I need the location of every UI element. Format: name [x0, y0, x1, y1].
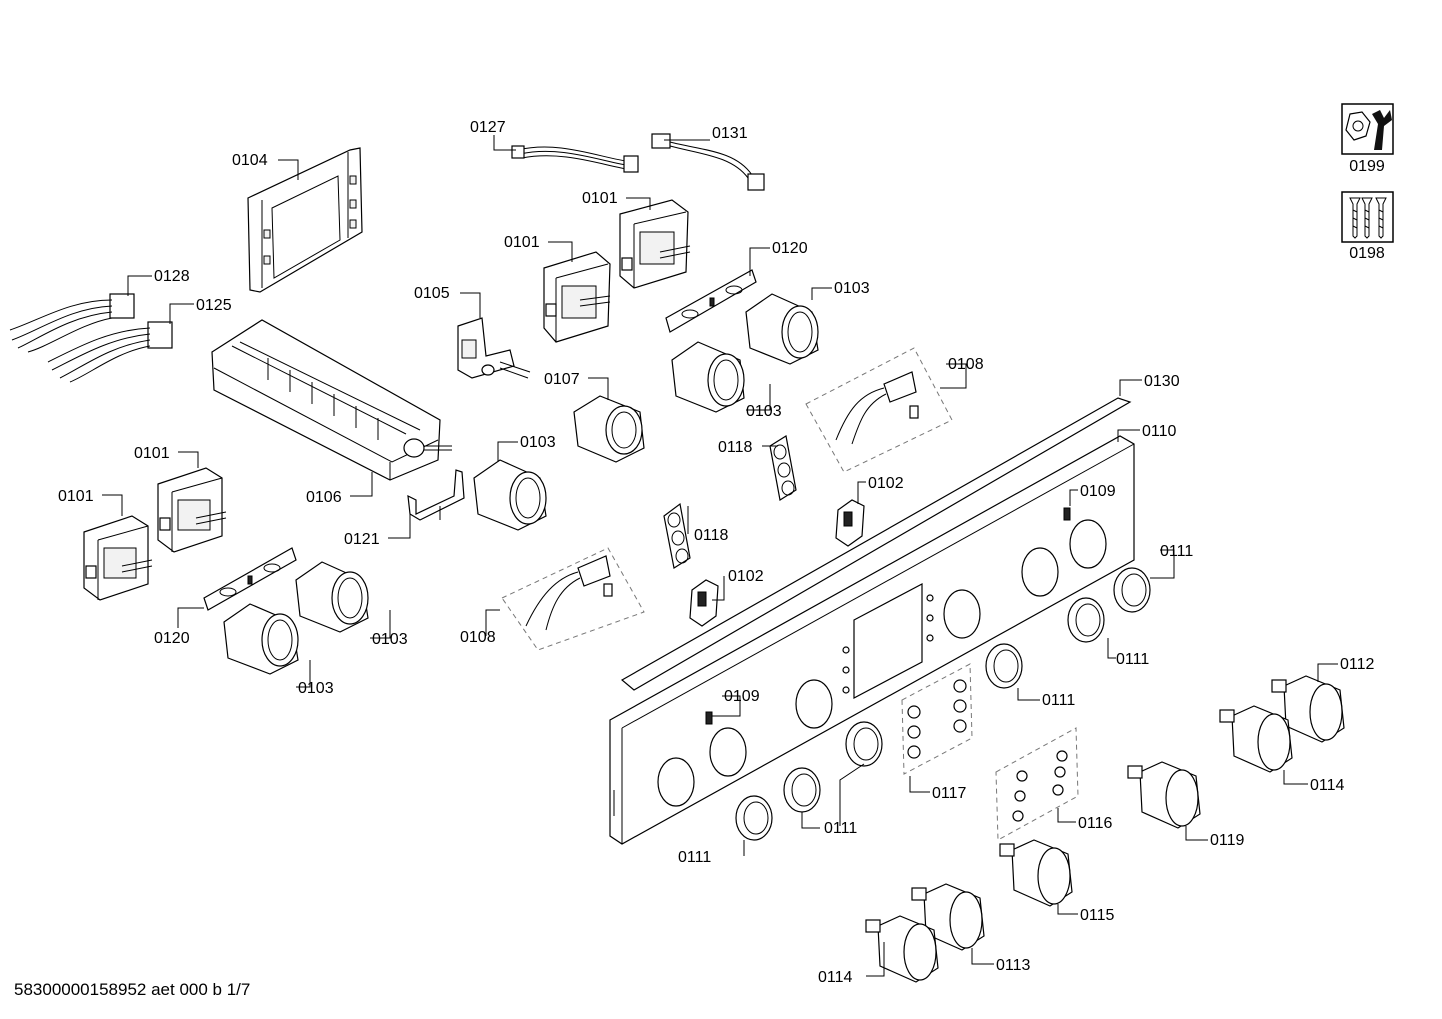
- callout-0106: 0106: [306, 489, 342, 506]
- callout-0114: 0114: [818, 969, 853, 986]
- part-0101-selector-switch-b: [543, 251, 611, 343]
- callout-0110: 0110: [1142, 423, 1177, 440]
- part-0101-selector-switch-d: [83, 515, 153, 601]
- part-0103-ring-b: [671, 341, 745, 413]
- callout-0103: 0103: [834, 280, 870, 297]
- part-0111-rings: [735, 567, 1151, 841]
- icon-label-0199: 0199: [1349, 158, 1385, 175]
- part-0105-valve-bracket: [457, 317, 531, 379]
- callout-0107: 0107: [544, 371, 580, 388]
- wrench-nut-icon: [1341, 103, 1394, 155]
- part-0106-switch-block: [211, 319, 452, 481]
- callout-labels: 0127 0131 0104 0101 0101 0120 0128 0125 …: [58, 119, 1375, 986]
- part-0103-ring-d: [295, 561, 369, 633]
- callout-0101: 0101: [582, 190, 618, 207]
- part-0102-mount-b: [689, 579, 719, 627]
- part-0104-control-board: [247, 147, 363, 293]
- callout-0103: 0103: [298, 680, 334, 697]
- callout-0111: 0111: [1042, 692, 1075, 709]
- part-0120-bracket-strip-a: [665, 269, 757, 333]
- callout-0128: 0128: [154, 268, 190, 285]
- part-0103-ring-a: [745, 293, 819, 365]
- part-0101-selector-switch-c: [157, 467, 227, 553]
- callout-0111: 0111: [678, 849, 711, 866]
- part-0118-seal-b: [663, 502, 691, 569]
- callout-0113: 0113: [996, 957, 1031, 974]
- callout-0114: 0114: [1310, 777, 1345, 794]
- part-0120-bracket-strip-b: [203, 547, 297, 611]
- part-0103-ring-c: [473, 459, 547, 531]
- callout-0131: 0131: [712, 125, 748, 142]
- icon-label-0198: 0198: [1349, 245, 1385, 262]
- callout-0108: 0108: [948, 356, 984, 373]
- part-0118-seal-a: [769, 435, 797, 501]
- document-id-footer: 58300000158952 aet 000 b 1/7: [14, 980, 251, 999]
- part-0108-ignition-module-a: [805, 347, 953, 473]
- callout-0130: 0130: [1144, 373, 1180, 390]
- callout-0103: 0103: [520, 434, 556, 451]
- callout-0112: 0112: [1340, 656, 1375, 673]
- part-0128-wire-harness: [9, 293, 135, 353]
- callout-0101: 0101: [134, 445, 170, 462]
- screws-icon: [1341, 191, 1394, 243]
- callout-0120: 0120: [154, 630, 190, 647]
- callout-0116: 0116: [1078, 815, 1113, 832]
- callout-0104: 0104: [232, 152, 268, 169]
- callout-0101: 0101: [58, 488, 94, 505]
- callout-0127: 0127: [470, 119, 506, 136]
- callout-0115: 0115: [1080, 907, 1115, 924]
- callout-0119: 0119: [1210, 832, 1245, 849]
- callout-0118: 0118: [718, 439, 753, 456]
- callout-0101: 0101: [504, 234, 540, 251]
- part-0117-screws: [901, 663, 973, 775]
- part-0130-rail: [620, 397, 1132, 691]
- part-0101-selector-switch-a: [619, 199, 691, 289]
- callout-0109: 0109: [724, 688, 760, 705]
- callout-0120: 0120: [772, 240, 808, 257]
- callout-0118: 0118: [694, 527, 729, 544]
- leader-lines: [102, 135, 1338, 977]
- callout-0111: 0111: [824, 820, 857, 837]
- part-0121-bracket: [407, 469, 465, 521]
- callout-0125: 0125: [196, 297, 232, 314]
- callout-0111: 0111: [1116, 651, 1149, 668]
- part-0116-screws: [995, 727, 1079, 841]
- callout-0111: 0111: [1160, 543, 1193, 560]
- callout-0105: 0105: [414, 285, 450, 302]
- callout-0121: 0121: [344, 531, 380, 548]
- callout-0103: 0103: [746, 403, 782, 420]
- callout-0117: 0117: [932, 785, 967, 802]
- part-0131-cable: [651, 133, 765, 191]
- callout-0103: 0103: [372, 631, 408, 648]
- part-0107-ring: [573, 395, 645, 463]
- part-0110-control-panel: [609, 435, 1135, 845]
- part-0103-ring-e: [223, 603, 299, 675]
- callout-0102: 0102: [728, 568, 764, 585]
- callout-0109: 0109: [1080, 483, 1116, 500]
- part-0102-mount-a: [835, 499, 865, 547]
- part-knobs: [865, 675, 1345, 983]
- part-0108-ignition-module-b: [501, 547, 645, 651]
- part-0125-wire-harness: [47, 321, 173, 383]
- callout-0108: 0108: [460, 629, 496, 646]
- callout-0102: 0102: [868, 475, 904, 492]
- part-0127-wire-harness: [511, 145, 639, 173]
